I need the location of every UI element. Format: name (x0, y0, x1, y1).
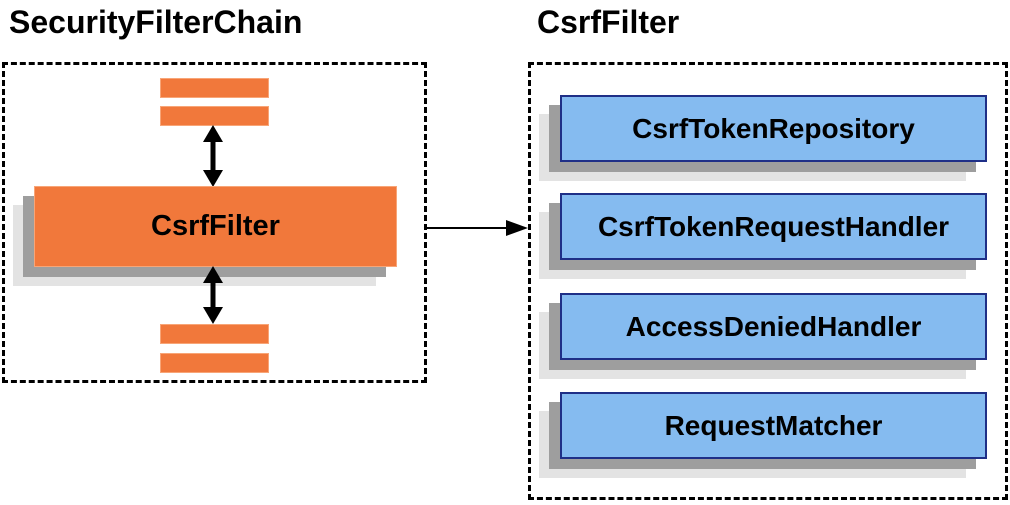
filter-placeholder-bar-top-1 (160, 78, 269, 98)
component-box-csrf-token-repository: CsrfTokenRepository (560, 95, 987, 162)
csrf-filter-box-label: CsrfFilter (151, 210, 280, 242)
component-label: AccessDeniedHandler (625, 310, 922, 342)
component-box-access-denied-handler: AccessDeniedHandler (560, 293, 987, 360)
csrf-filter-title: CsrfFilter (537, 4, 680, 40)
bidirectional-arrow-icon (198, 125, 228, 187)
component-label: CsrfTokenRequestHandler (597, 210, 950, 242)
csrf-filter-container (528, 62, 1008, 500)
security-filter-chain-container (2, 62, 427, 383)
security-filter-chain-title: SecurityFilterChain (9, 4, 303, 40)
component-label: CsrfTokenRepository (632, 112, 915, 144)
component-box-request-matcher: RequestMatcher (560, 392, 987, 459)
right-arrow-icon (427, 218, 528, 238)
component-label: RequestMatcher (664, 409, 883, 441)
filter-placeholder-bar-bottom-1 (160, 324, 269, 344)
component-box-csrf-token-request-handler: CsrfTokenRequestHandler (560, 193, 987, 260)
csrf-filter-box: CsrfFilter (34, 186, 397, 267)
filter-placeholder-bar-bottom-2 (160, 353, 269, 373)
bidirectional-arrow-icon (198, 266, 228, 324)
filter-placeholder-bar-top-2 (160, 106, 269, 126)
